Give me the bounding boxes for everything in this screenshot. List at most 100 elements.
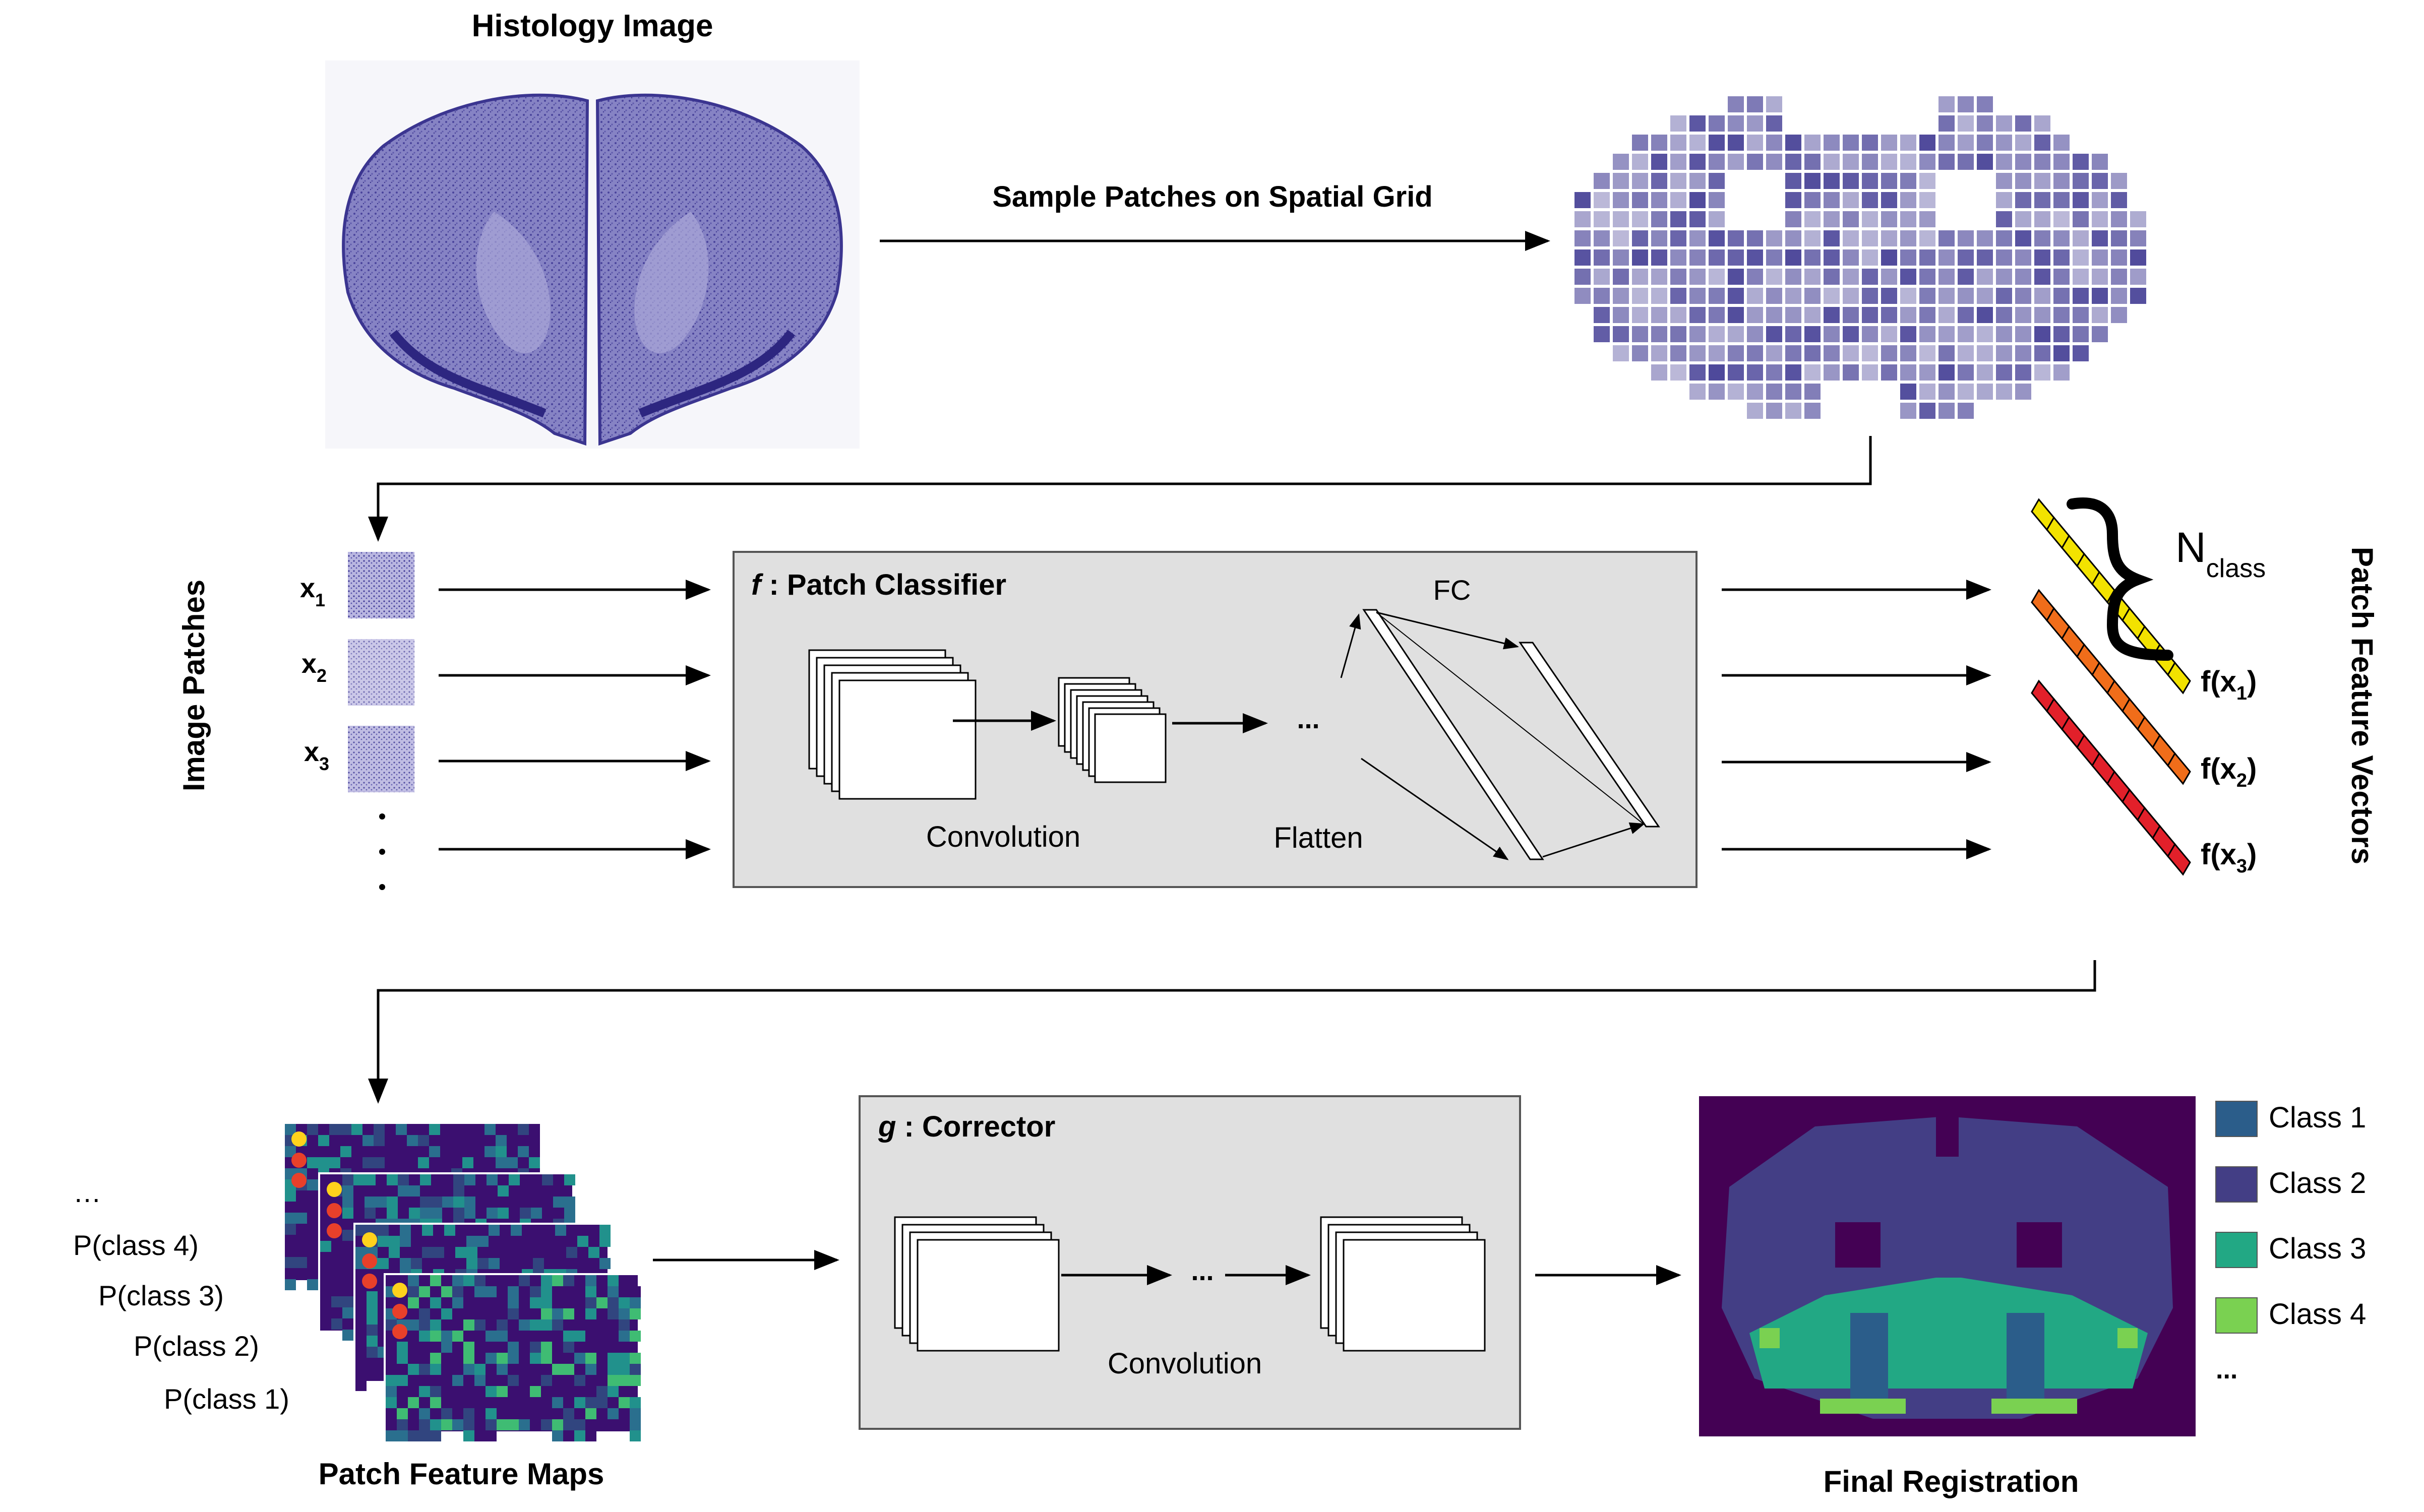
grid-patch (2034, 345, 2050, 361)
ventricle-right (2017, 1222, 2062, 1268)
grid-patch (1843, 288, 1859, 304)
vector-cell (2167, 843, 2191, 876)
grid-patch (1670, 115, 1686, 132)
grid-patch (1996, 192, 2012, 208)
map-cell (486, 1419, 497, 1430)
map-cell (529, 1124, 540, 1135)
grid-patch (1728, 135, 1744, 151)
class-4-patch (2117, 1328, 2138, 1348)
grid-patch (2111, 173, 2127, 189)
map-cell (386, 1397, 397, 1408)
map-cell (566, 1247, 577, 1258)
grid-patch (1977, 345, 1993, 361)
map-cell (419, 1364, 430, 1375)
grid-patch (1594, 288, 1610, 304)
patch-x1-image (348, 552, 414, 618)
grid-patch (1689, 249, 1706, 266)
patch-x3: x3 (304, 726, 414, 792)
map-cell (541, 1375, 552, 1386)
grid-patch (1996, 115, 2012, 132)
map-cell (307, 1279, 318, 1290)
map-cell (497, 1297, 508, 1308)
grid-patch (1958, 384, 1974, 400)
map-cell (496, 1135, 507, 1146)
map-cell (362, 1157, 374, 1168)
grid-patch (1651, 230, 1667, 246)
map-cell (389, 1236, 400, 1247)
grid-patch (1938, 288, 1955, 304)
map-cell (351, 1124, 362, 1135)
grid-patch (1670, 307, 1686, 323)
map-cell (533, 1258, 544, 1269)
map-cell (563, 1430, 574, 1441)
map-cell (508, 1419, 519, 1430)
map-cell (474, 1308, 486, 1319)
grid-patch (2073, 249, 2089, 266)
map-cell (433, 1247, 444, 1258)
grid-patch (1862, 249, 1878, 266)
map-cell (331, 1318, 342, 1330)
grid-patch (1632, 230, 1648, 246)
map-cell (530, 1319, 541, 1331)
grid-patch (1862, 211, 1878, 227)
grid-patch (1843, 249, 1859, 266)
map-cell (497, 1364, 508, 1375)
patch-feature-maps (283, 1122, 641, 1441)
grid-patch (1804, 364, 1821, 381)
grid-patch (2015, 192, 2031, 208)
grid-patch (1900, 135, 1916, 151)
grid-patch (1689, 115, 1706, 132)
map-cell (574, 1397, 585, 1408)
map-cell (519, 1375, 530, 1386)
legend-swatch (2215, 1101, 2258, 1137)
grid-patch (2092, 154, 2108, 170)
grid-patch (1766, 403, 1782, 419)
map-cell (509, 1174, 520, 1185)
grid-patch (1938, 269, 1955, 285)
patch-feature-vectors-label: Patch Feature Vectors (2345, 547, 2379, 864)
grid-patch (1747, 307, 1763, 323)
map-cell (431, 1196, 442, 1208)
map-cell (452, 1408, 463, 1419)
map-cell (342, 1241, 353, 1252)
grid-patch (1594, 307, 1610, 323)
map-cell (307, 1157, 318, 1168)
grid-patch (1709, 345, 1725, 361)
map-cell (541, 1342, 552, 1353)
map-cell (463, 1319, 474, 1331)
map-cell (430, 1375, 441, 1386)
map-cell (497, 1353, 508, 1364)
grid-patch (1958, 154, 1974, 170)
grid-patch (1919, 288, 1935, 304)
grid-patch (1689, 364, 1706, 381)
grid-patch (1766, 326, 1782, 342)
grid-patch (2034, 249, 2050, 266)
map-cell (599, 1258, 611, 1269)
map-cell (355, 1225, 367, 1236)
map-cell (518, 1124, 529, 1135)
map-cell (574, 1331, 585, 1342)
map-cell (608, 1308, 619, 1319)
map-cell (544, 1236, 555, 1247)
grid-patch (2073, 173, 2089, 189)
map-cell (508, 1342, 519, 1353)
map-cell (500, 1258, 511, 1269)
grid-patch (1632, 211, 1648, 227)
grid-patch (2073, 307, 2089, 323)
map-cell (496, 1157, 507, 1168)
midline-gap (1936, 1096, 1959, 1157)
map-cell (619, 1353, 630, 1364)
map-cell (508, 1286, 519, 1297)
grid-patch (2015, 384, 2031, 400)
map-cell (418, 1135, 429, 1146)
patch-dot (327, 1203, 342, 1218)
map-cell (452, 1419, 463, 1430)
map-cell (296, 1213, 307, 1224)
map-cell (477, 1258, 489, 1269)
grid-patch (1824, 326, 1840, 342)
map-cell (630, 1430, 641, 1441)
map-cell (474, 1286, 486, 1297)
grid-patch (1919, 154, 1935, 170)
grid-patch (2092, 173, 2108, 189)
map-cell (318, 1135, 329, 1146)
